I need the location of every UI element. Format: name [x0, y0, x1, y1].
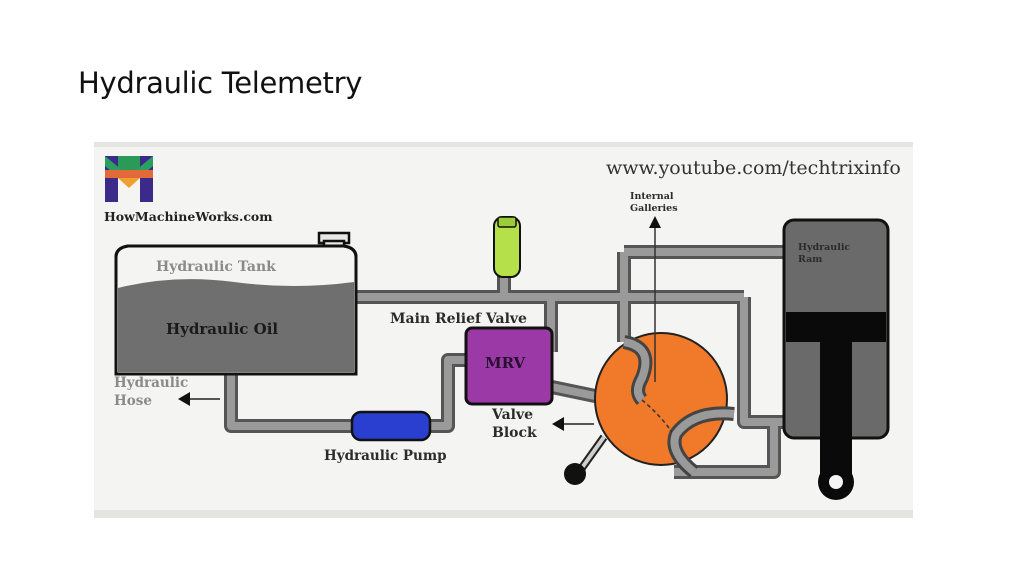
- hydraulic-oil-label: Hydraulic Oil: [166, 320, 278, 338]
- internal-galleries: Internal Galleries: [630, 191, 678, 382]
- valve-lever-knob: [564, 463, 586, 485]
- pipes-inner: [227, 248, 784, 476]
- hydraulic-ram-label-2: Ram: [798, 254, 822, 265]
- galleries-arrow-icon: [649, 216, 661, 228]
- internal-galleries-label-1: Internal: [630, 191, 674, 202]
- hydraulic-tank: Hydraulic Tank Hydraulic Oil: [114, 231, 358, 376]
- accumulator: [493, 216, 521, 278]
- main-relief-valve: Main Relief Valve MRV: [390, 311, 554, 406]
- valve-block-label-1: Valve: [491, 407, 533, 423]
- valve-block: Valve Block: [491, 332, 735, 485]
- valve-block-label-2: Block: [492, 425, 537, 441]
- hydraulic-hose-label-1: Hydraulic: [114, 375, 188, 391]
- hydraulic-pump-label: Hydraulic Pump: [324, 448, 447, 464]
- mrv-label: MRV: [485, 354, 526, 372]
- hose-arrow-icon: [178, 392, 190, 406]
- hydraulic-hose: Hydraulic Hose: [114, 375, 220, 409]
- hydraulic-ram: Hydraulic Ram: [782, 218, 890, 500]
- internal-galleries-label-2: Galleries: [630, 203, 678, 214]
- howmachineworks-logo: HowMachineWorks.com: [104, 156, 273, 224]
- main-relief-valve-label: Main Relief Valve: [390, 311, 527, 327]
- hydraulic-hose-label-2: Hose: [114, 393, 152, 409]
- website-url: www.youtube.com/techtrixinfo: [606, 157, 901, 179]
- hydraulic-pump: Hydraulic Pump: [324, 410, 447, 464]
- slide-title: Hydraulic Telemetry: [78, 66, 363, 100]
- hydraulic-ram-label-1: Hydraulic: [798, 242, 850, 253]
- logo-text: HowMachineWorks.com: [104, 209, 273, 224]
- hydraulic-diagram: HowMachineWorks.com www.youtube.com/tech…: [94, 142, 913, 518]
- valve-block-arrow-icon: [552, 417, 564, 431]
- hydraulic-tank-label: Hydraulic Tank: [156, 259, 276, 275]
